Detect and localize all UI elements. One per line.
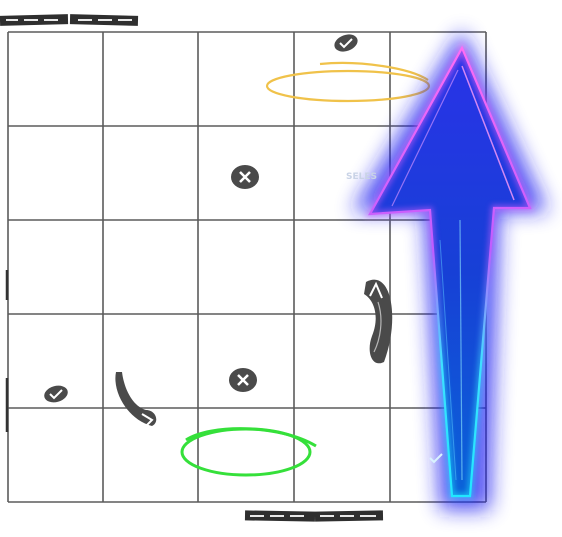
grid-lines (7, 31, 487, 503)
x-circle-icon (229, 368, 257, 392)
curved-up-arrow-icon (364, 279, 393, 364)
green-oval (180, 427, 317, 477)
check-mark-icon (44, 385, 68, 403)
check-mark-icon (429, 453, 443, 464)
check-mark-icon (334, 34, 358, 52)
watermark-text: SELES (346, 172, 377, 182)
dashed-tape-top (0, 14, 139, 26)
glowing-up-arrow-icon (352, 30, 548, 510)
dashed-tape-bottom (244, 510, 384, 522)
yellow-oval (265, 61, 431, 103)
x-circle-icon (231, 165, 259, 189)
curved-down-arrow-icon (115, 372, 157, 429)
